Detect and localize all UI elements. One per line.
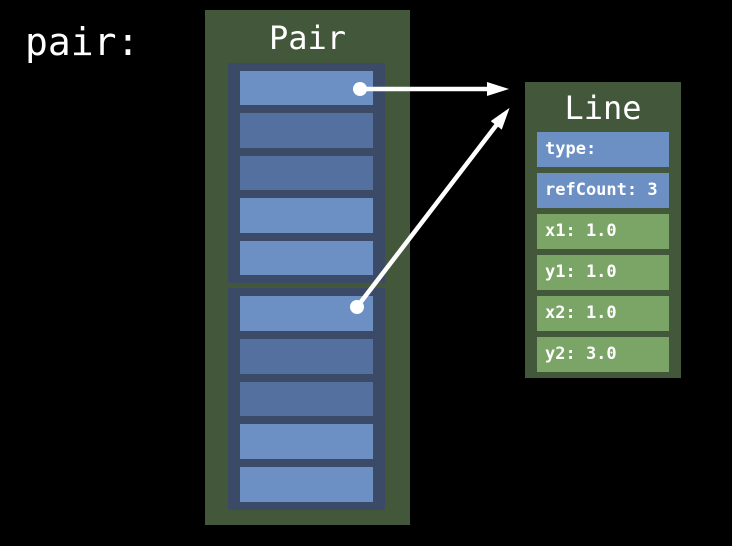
line-field-x1: x1: 1.0 [537, 214, 669, 249]
pair-group1-slot2 [240, 113, 373, 148]
pair-group2-slot4 [240, 424, 373, 460]
pair-variable-label: pair: [25, 20, 140, 64]
line-object-box: Line type: refCount: 3 x1: 1.0 y1: 1.0 x2: 1… [525, 82, 681, 378]
line-field-y2: y2: 3.0 [537, 337, 669, 372]
pair-group1-slot3 [240, 155, 373, 191]
pair-slot-group-1 [228, 63, 385, 283]
pair-group2-slot1 [240, 296, 373, 331]
line-box-title: Line [564, 89, 642, 127]
pair-group2-slot3 [240, 381, 373, 417]
line-field-type: type: [537, 132, 669, 167]
pair-slot-group-2 [228, 288, 385, 510]
line-field-x2: x2: 1.0 [537, 296, 669, 331]
pair-object-box: Pair [205, 10, 410, 525]
line-field-refcount: refCount: 3 [537, 173, 669, 208]
line-field-y1: y1: 1.0 [537, 255, 669, 290]
pair-group1-slot4 [240, 198, 373, 233]
pair-box-title: Pair [268, 19, 347, 57]
pair-group2-slot2 [240, 338, 373, 374]
line-field-list: type: refCount: 3 x1: 1.0 y1: 1.0 x2: 1.0 y2:… [537, 132, 669, 372]
pair-group1-slot5 [240, 240, 373, 276]
pair-group1-slot1 [240, 71, 373, 106]
pair-group2-slot5 [240, 467, 373, 502]
